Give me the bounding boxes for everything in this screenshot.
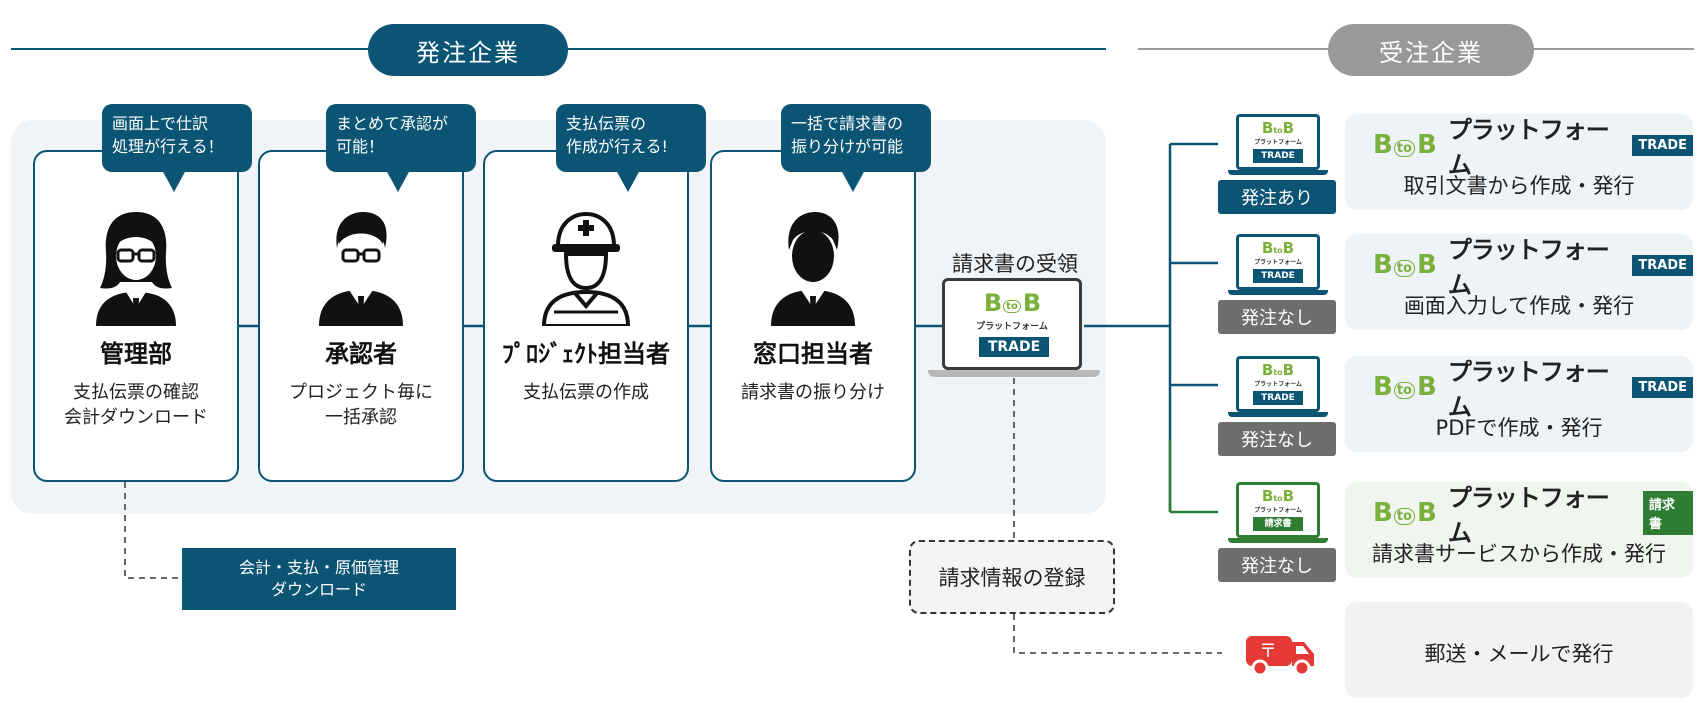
order-status-label: 発注なし <box>1218 548 1336 582</box>
platform-caption: 取引文書から作成・発行 <box>1403 174 1635 198</box>
speech-bubble: 画面上で仕訳 処理が行える！ <box>102 104 252 172</box>
role-description: 請求書の振り分け <box>741 382 885 403</box>
mail-box: 郵送・メールで発行 <box>1345 602 1693 698</box>
role-title: 窓口担当者 <box>753 340 873 368</box>
order-status-label: 発注なし <box>1218 422 1336 456</box>
role-card: 承認者 プロジェクト毎に 一括承認 <box>258 150 464 482</box>
role-description: 支払伝票の作成 <box>523 382 649 403</box>
speech-bubble: 支払伝票の 作成が行える! <box>556 104 706 172</box>
role-description: 支払伝票の確認 会計ダウンロード <box>64 382 208 428</box>
role-description: プロジェクト毎に 一括承認 <box>289 382 433 428</box>
speech-bubble: まとめて承認が 可能！ <box>326 104 476 172</box>
businessman-icon <box>765 208 861 330</box>
receive-label: 請求書の受領 <box>952 252 1078 276</box>
speech-bubble-tail <box>162 170 186 192</box>
role-card: 窓口担当者 請求書の振り分け <box>710 150 916 482</box>
ordering-company-pill: 発注企業 <box>368 24 568 76</box>
order-status-label: 発注あり <box>1218 180 1336 214</box>
platform-tag: TRADE <box>1632 134 1693 156</box>
role-card: ﾌﾟﾛｼﾞｪｸﾄ担当者 支払伝票の作成 <box>483 150 689 482</box>
laptop-tag: TRADE <box>1253 269 1303 283</box>
mail-caption: 郵送・メールで発行 <box>1424 642 1614 666</box>
laptop-sub: プラットフォーム <box>976 322 1048 332</box>
role-card: 管理部 支払伝票の確認 会計ダウンロード <box>33 150 239 482</box>
woman-with-glasses-icon <box>88 208 184 330</box>
receiving-company-pill: 受注企業 <box>1328 24 1534 76</box>
speech-bubble: 一括で請求書の 振り分けが可能 <box>781 104 931 172</box>
truck-icon: 〒 <box>1244 628 1316 682</box>
laptop-tag: TRADE <box>1253 149 1303 163</box>
platform-caption: PDFで作成・発行 <box>1435 416 1603 440</box>
platform-tag: 請求書 <box>1642 491 1693 535</box>
laptop-base <box>928 370 1100 377</box>
platform-name: プラットフォーム <box>1447 116 1610 179</box>
laptop-tag: 請求書 <box>1253 517 1303 531</box>
platform-name: プラットフォーム <box>1447 236 1610 299</box>
speech-bubble-tail <box>841 170 865 192</box>
svg-text:〒: 〒 <box>1259 641 1277 662</box>
speech-bubble-tail <box>386 170 410 192</box>
platform-name: プラットフォーム <box>1447 358 1610 421</box>
download-box: 会計・支払・原価管理 ダウンロード <box>182 548 456 610</box>
order-status-label: 発注なし <box>1218 300 1336 334</box>
platform-caption: 画面入力して作成・発行 <box>1403 294 1635 318</box>
platform-tag: TRADE <box>1632 254 1693 276</box>
role-title: ﾌﾟﾛｼﾞｪｸﾄ担当者 <box>502 340 670 368</box>
man-with-glasses-icon <box>313 208 409 330</box>
speech-bubble-tail <box>616 170 640 192</box>
laptop-tag: TRADE <box>1253 391 1303 405</box>
role-title: 管理部 <box>100 340 172 368</box>
platform-caption: 請求書サービスから作成・発行 <box>1372 542 1666 566</box>
platform-tag: TRADE <box>1632 376 1693 398</box>
construction-worker-icon <box>538 208 634 330</box>
role-title: 承認者 <box>325 340 397 368</box>
register-box: 請求情報の登録 <box>909 540 1115 614</box>
laptop-trade-tag: TRADE <box>979 337 1049 357</box>
platform-name: プラットフォーム <box>1447 484 1610 547</box>
